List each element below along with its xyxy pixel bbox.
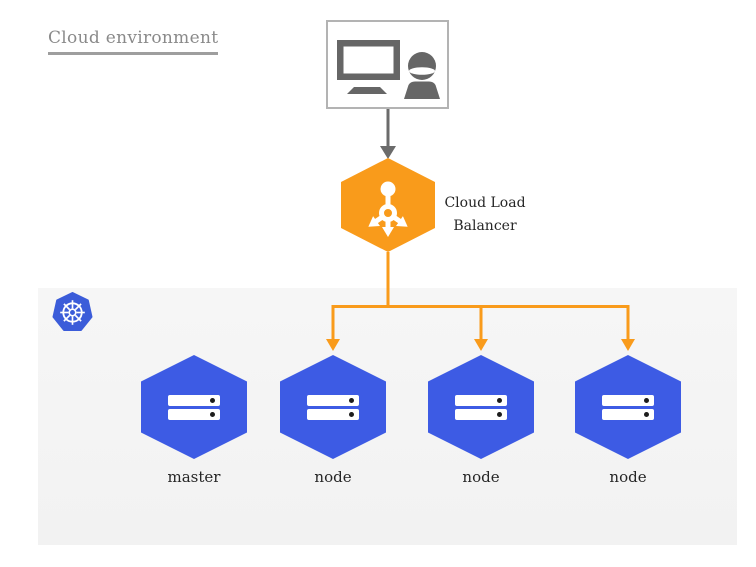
worker-node-label: node: [609, 468, 647, 486]
server-icon: [168, 394, 220, 406]
drive-led-icon: [644, 411, 649, 417]
drive-led-icon: [349, 397, 354, 403]
server-icon: [602, 408, 654, 420]
load-balancer-label: Cloud Load Balancer: [444, 195, 526, 235]
drive-led-icon: [497, 397, 502, 403]
drive-led-icon: [210, 397, 215, 403]
worker-node-label: node: [314, 468, 352, 486]
cloud-load-balancer-node: [341, 158, 435, 252]
drive-led-icon: [349, 411, 354, 417]
server-icon: [455, 408, 507, 420]
drive-led-icon: [210, 411, 215, 417]
server-icon: [168, 408, 220, 420]
server-icon: [307, 394, 359, 406]
client-workstation-box: [326, 20, 449, 109]
worker-node-label: node: [462, 468, 500, 486]
kubernetes-helm-icon: [52, 292, 93, 332]
drive-led-icon: [644, 397, 649, 403]
monitor-user-icon: [337, 40, 440, 99]
master-node-label: master: [167, 468, 221, 486]
server-icon: [455, 394, 507, 406]
diagram-title: Cloud environment: [48, 28, 219, 55]
server-icon: [307, 408, 359, 420]
load-balancer-icon: [368, 181, 408, 237]
server-icon: [602, 394, 654, 406]
client-to-lb-arrow: [380, 109, 396, 159]
drive-led-icon: [497, 411, 502, 417]
